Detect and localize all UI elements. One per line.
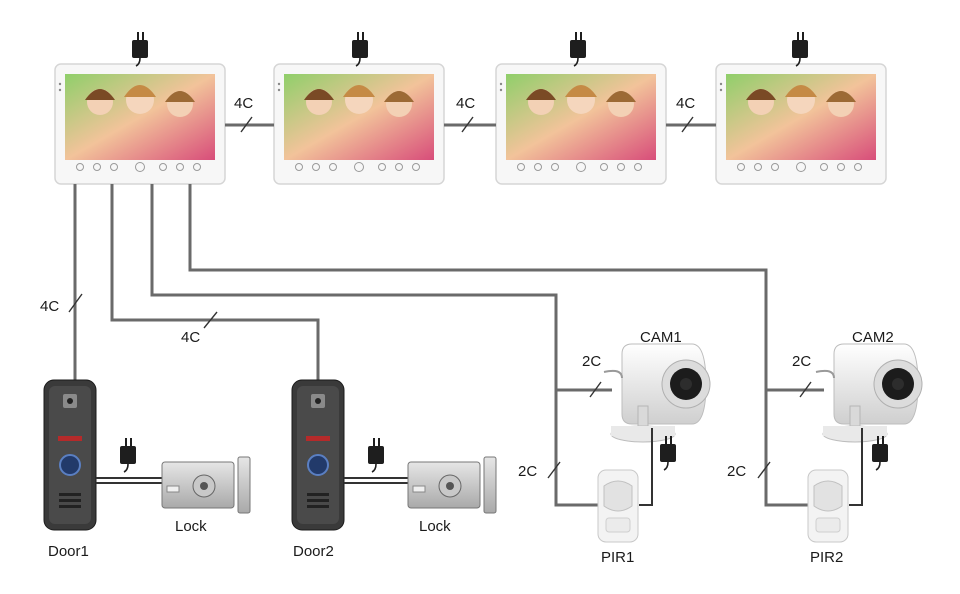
door1-cable-label: 4C: [40, 298, 59, 315]
pir-sensor-2: PIR2: [807, 469, 849, 566]
door-station-2: Door2: [291, 379, 408, 560]
monitor-3: [495, 31, 667, 185]
door-station-icon: [43, 379, 97, 531]
pir2-label: PIR2: [810, 549, 843, 566]
power-adapter-icon: [131, 31, 149, 67]
monitor-link-3: 4C: [666, 95, 716, 133]
cctv-camera-icon: [815, 343, 923, 443]
power-adapter-icon: [351, 31, 369, 67]
door2-cable-label: 4C: [181, 329, 200, 346]
monitor-link-1: 4C: [225, 95, 274, 133]
pir-sensor-icon: [597, 469, 639, 543]
monitor-4: [715, 31, 887, 185]
camera-2: CAM2: [815, 329, 923, 506]
camera-1: CAM1: [603, 329, 711, 506]
monitor-link-1-label: 4C: [234, 95, 253, 112]
monitor-link-2: 4C: [444, 95, 496, 133]
pir-sensor-1: PIR1: [597, 469, 639, 566]
lock2-label: Lock: [419, 518, 451, 535]
power-adapter-icon: [871, 435, 889, 471]
power-adapter-icon: [659, 435, 677, 471]
power-adapter-icon: [119, 437, 137, 473]
cam1-wire: 2C 2C: [150, 184, 612, 507]
door2-wire: 4C: [110, 184, 320, 380]
cam1-label: CAM1: [640, 329, 682, 346]
cam2-label: CAM2: [852, 329, 894, 346]
pir1-cable-label: 2C: [518, 463, 537, 480]
door2-label: Door2: [293, 543, 334, 560]
lock-2: Lock: [407, 456, 497, 535]
monitor-link-3-label: 4C: [676, 95, 695, 112]
cam2-wire: 2C 2C: [188, 184, 824, 507]
door1-wire: 4C: [40, 184, 83, 380]
cam2-cable-label: 2C: [792, 353, 811, 370]
electric-lock-icon: [407, 456, 497, 514]
monitor-2: [273, 31, 445, 185]
pir1-label: PIR1: [601, 549, 634, 566]
door1-label: Door1: [48, 543, 89, 560]
power-adapter-icon: [569, 31, 587, 67]
monitor-1: [54, 31, 226, 185]
power-adapter-icon: [367, 437, 385, 473]
cctv-camera-icon: [603, 343, 711, 443]
lock-1: Lock: [161, 456, 251, 535]
pir-sensor-icon: [807, 469, 849, 543]
pir2-cable-label: 2C: [727, 463, 746, 480]
monitor-link-2-label: 4C: [456, 95, 475, 112]
power-adapter-icon: [791, 31, 809, 67]
lock1-label: Lock: [175, 518, 207, 535]
door-station-icon: [291, 379, 345, 531]
electric-lock-icon: [161, 456, 251, 514]
door-station-1: Door1: [43, 379, 162, 560]
cam1-cable-label: 2C: [582, 353, 601, 370]
